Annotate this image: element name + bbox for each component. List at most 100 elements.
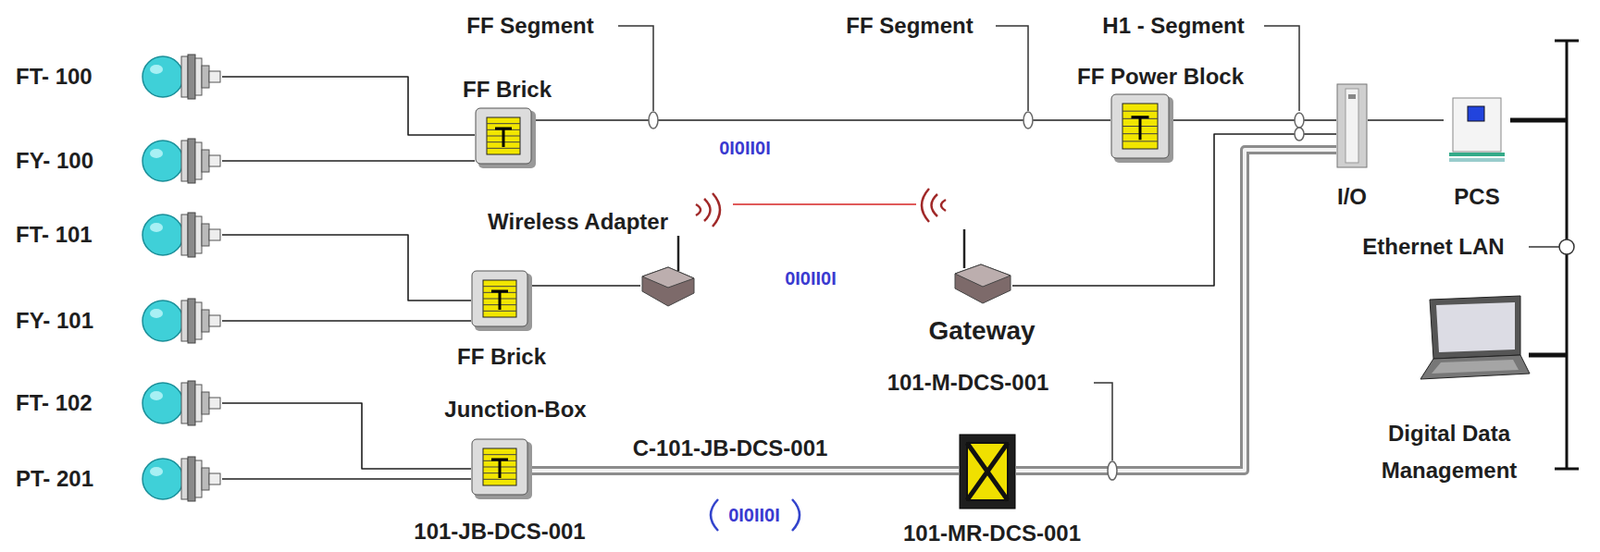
sensor-shine (149, 223, 163, 233)
node-icon (640, 189, 733, 309)
cable-gland (1107, 461, 1117, 481)
node-label: FF Power Block (1077, 63, 1244, 91)
flange (187, 212, 196, 258)
panel-grid (483, 310, 517, 312)
field-instrument: FY- 100 (13, 135, 224, 187)
node-icon (1443, 97, 1511, 164)
leader-line (995, 25, 1029, 112)
radio-wave (931, 194, 939, 217)
flange (187, 298, 196, 344)
sensor-head (142, 214, 184, 256)
ff-brick: FF Brick (460, 74, 554, 171)
network-label: Ethernet LAN (1362, 234, 1504, 261)
box-panel (483, 448, 517, 486)
multicore-cable (1016, 149, 1337, 472)
node-icon (138, 379, 223, 428)
bus-tap (1559, 239, 1575, 255)
flange (201, 392, 210, 415)
node-icon (916, 185, 1013, 308)
box-body (1111, 94, 1169, 159)
laptop-lid (1429, 296, 1521, 360)
bus-terminator (1554, 39, 1579, 43)
radio-wave (704, 198, 711, 222)
cable-gland (648, 111, 658, 129)
icon-graphic (138, 210, 223, 260)
segment-label: FF Segment (466, 12, 594, 40)
icon-graphic (138, 455, 223, 504)
radio-wave (941, 199, 946, 211)
sensor-shine (149, 309, 163, 319)
signal-arc (710, 499, 719, 532)
flange (201, 223, 210, 247)
panel-mark (497, 459, 501, 479)
node-tag: 101-JB-DCS-001 (413, 519, 585, 546)
ff-brick: FF Brick (455, 268, 548, 373)
box-body (471, 439, 528, 496)
fieldbus-wire (222, 478, 472, 481)
signal-arc (792, 499, 800, 532)
cable-core (1016, 149, 1337, 472)
fieldbus-wire (222, 403, 472, 470)
adapter-top (642, 267, 695, 288)
flange (181, 458, 188, 500)
cabinet-panel (967, 443, 1008, 501)
fieldbus-wire (222, 76, 475, 136)
connector-group (222, 235, 472, 301)
cable-gland (1294, 112, 1304, 128)
flange (187, 138, 196, 184)
node-icon (958, 434, 1017, 510)
field-instrument: PT- 201 (13, 453, 224, 506)
antenna (963, 229, 967, 269)
panel-grid (483, 285, 517, 287)
flange (181, 56, 188, 98)
radio-wave (695, 204, 701, 216)
icon-graphic (138, 52, 223, 101)
node-label: Wireless Adapter (487, 209, 669, 236)
connector-group (222, 321, 472, 323)
cable-core (532, 469, 959, 473)
icon-graphic (1413, 294, 1532, 389)
flange (201, 468, 210, 491)
fieldbus-wire (1367, 119, 1444, 122)
icon-graphic (138, 379, 223, 428)
cabinet-body (959, 434, 1016, 509)
laptop-keys (1431, 359, 1519, 374)
node-label: FT- 101 (15, 222, 93, 249)
connector-group (222, 479, 472, 481)
icon-graphic (471, 438, 533, 500)
wireless-adapter: Wireless Adapter (485, 187, 735, 311)
cable-gland (1023, 111, 1033, 129)
ff-power-block: FF Power Block (1075, 62, 1246, 165)
laptop-screen (1436, 302, 1515, 353)
cross-wiring (967, 443, 1008, 501)
flange (195, 302, 202, 340)
connector-stub (209, 397, 221, 410)
flange (195, 460, 202, 498)
node-label: FF Brick (457, 344, 546, 372)
node-icon (138, 210, 223, 260)
node-icon (138, 297, 223, 346)
node-icon (1110, 93, 1174, 163)
node-label: 101-MR-DCS-001 (903, 520, 1081, 548)
sensor-shine (149, 148, 163, 159)
connector-group (1016, 149, 1337, 472)
pcs-station: PCS (1441, 95, 1513, 212)
flange (187, 54, 196, 100)
connector-stub (209, 155, 221, 167)
fieldbus-wire (222, 235, 472, 301)
leader-line (1264, 25, 1300, 112)
panel-grid (483, 454, 517, 456)
box-body (471, 271, 528, 327)
flange (201, 149, 210, 173)
gateway-top (955, 264, 1011, 287)
flange (187, 457, 196, 502)
cable-tag: 101-M-DCS-001 (887, 370, 1050, 397)
connector-group (732, 204, 917, 206)
wireless-link (732, 203, 917, 206)
fieldbus-wire (1173, 119, 1337, 122)
node-label: FY- 100 (15, 148, 94, 175)
node-icon (138, 455, 223, 504)
flange (181, 140, 188, 182)
connector-stub (209, 229, 221, 241)
